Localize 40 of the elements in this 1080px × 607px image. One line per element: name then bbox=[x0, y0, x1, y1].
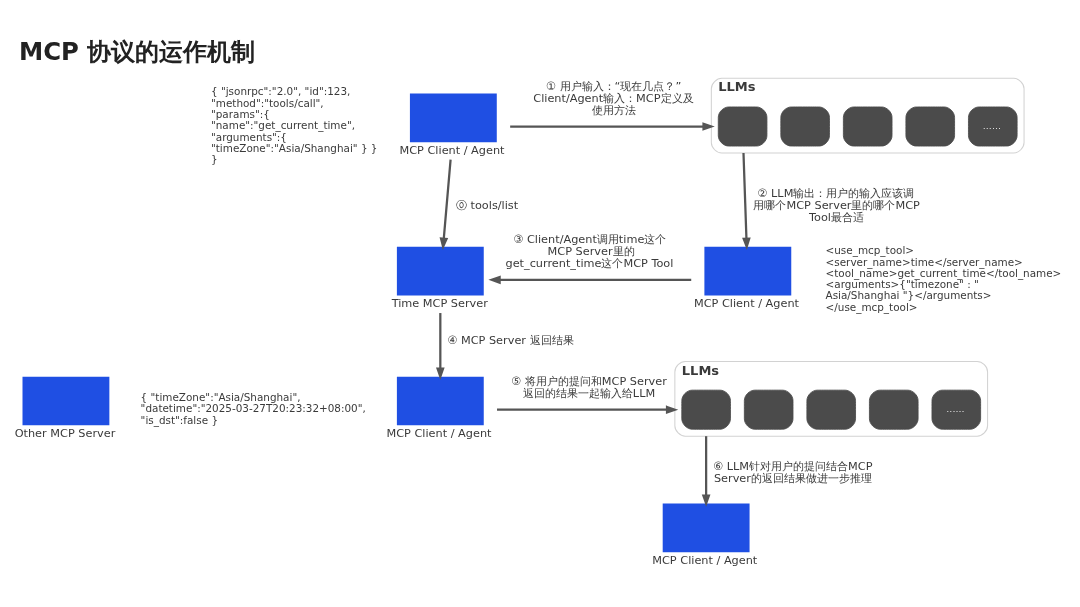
node-box: ...... bbox=[968, 106, 1018, 147]
node-box: ...... bbox=[931, 389, 982, 430]
node-box bbox=[743, 389, 794, 430]
arrow bbox=[436, 313, 445, 380]
edge-label: ① 用户输入：“现在几点？” Client/Agent输入：MCP定义及使用方法 bbox=[533, 79, 694, 117]
arrow bbox=[439, 159, 452, 250]
label: { "jsonrpc":"2.0", "id":123, "method":"tools/call", "params":{ "name":"get_current_time", "arguments":{ "timeZone":"Asia/Shanghai" } } } bbox=[211, 85, 378, 166]
node-label: MCP Client / Agent bbox=[399, 143, 505, 157]
node-label: Other MCP Server bbox=[14, 426, 116, 440]
node-box bbox=[717, 106, 768, 147]
arrow bbox=[701, 436, 711, 507]
node-box bbox=[396, 246, 484, 296]
edge-label: ⑤ 将用户的提问和MCP Server返回的结果一起输入给LLM bbox=[511, 374, 667, 401]
arrow bbox=[510, 122, 715, 131]
label: { "timeZone":"Asia/Shanghai", "datetime":"2025-03-27T20:23:32+08:00", "is_dst":false } bbox=[140, 391, 366, 426]
arrow bbox=[497, 405, 679, 415]
node-box bbox=[806, 389, 856, 430]
node-box bbox=[905, 106, 955, 147]
node-box bbox=[662, 503, 750, 553]
edge-label: ③ Client/Agent调用time这个MCP Server里的get_current_time这个MCP Tool bbox=[505, 232, 674, 271]
node-box bbox=[780, 106, 830, 147]
node-label: MCP Client / Agent bbox=[693, 297, 799, 311]
node-box bbox=[869, 389, 919, 430]
edge-label: ⑥ LLM针对用户的提问结合MCP Server的返回结果做进一步推理 bbox=[713, 459, 873, 486]
edge-label: ② LLM输出：用户的输入应该调用哪个MCP Server里的哪个MCP Tool最合适 bbox=[753, 186, 920, 225]
node-label: Time MCP Server bbox=[391, 297, 488, 311]
node-box bbox=[704, 246, 792, 296]
node-box bbox=[396, 376, 484, 426]
node-box bbox=[681, 389, 731, 430]
arrow bbox=[488, 275, 692, 285]
node-box bbox=[409, 93, 497, 143]
edge-label: ⓪ tools/list bbox=[455, 198, 519, 212]
edge-label: ④ MCP Server 返回结果 bbox=[447, 334, 574, 348]
label: <use_mcp_tool> <server_name>time</server_name> <tool_name>get_current_time</tool_name> <arguments>{"timezone" : " Asia/Shanghai "}</arguments> </use_mcp_tool> bbox=[825, 244, 1062, 313]
node-box bbox=[842, 106, 893, 147]
node-label: MCP Client / Agent bbox=[652, 553, 758, 567]
diagram-title: MCP 协议的运作机制 bbox=[19, 36, 256, 66]
node-box bbox=[22, 376, 110, 426]
node-label: MCP Client / Agent bbox=[386, 426, 492, 440]
arrow bbox=[742, 152, 751, 250]
